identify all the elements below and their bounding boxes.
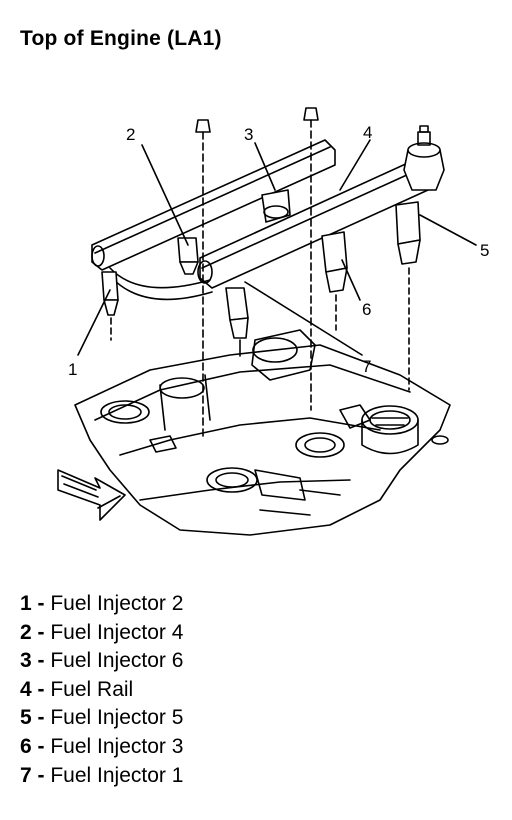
- legend-item: 2 - Fuel Injector 4: [20, 619, 183, 648]
- injector-4: [225, 287, 249, 357]
- legend-label: Fuel Injector 5: [50, 706, 184, 730]
- legend-separator: -: [31, 677, 51, 701]
- injector-1: [101, 271, 119, 341]
- legend-item: 7 - Fuel Injector 1: [20, 762, 183, 791]
- legend-label: Fuel Injector 3: [50, 734, 184, 758]
- legend-item: 1 - Fuel Injector 2: [20, 590, 183, 619]
- legend-separator: -: [31, 763, 51, 787]
- legend-item: 6 - Fuel Injector 3: [20, 733, 183, 762]
- legend-item: 3 - Fuel Injector 6: [20, 647, 183, 676]
- callout-2: 2: [126, 125, 135, 144]
- legend-separator: -: [31, 620, 51, 644]
- legend-separator: -: [31, 592, 51, 615]
- legend-number: 7: [20, 763, 32, 787]
- legend-label: Fuel Rail: [50, 677, 134, 701]
- callout-5: 5: [480, 241, 489, 260]
- engine-diagram: 1 2 3 4 5 6 7: [57, 107, 489, 536]
- legend-separator: -: [31, 649, 51, 673]
- injector-2: [177, 237, 199, 275]
- legend-separator: -: [31, 706, 51, 730]
- callout-6: 6: [362, 300, 371, 319]
- front-arrow: [57, 469, 126, 521]
- bolt-right: [303, 107, 319, 411]
- legend-number: 2: [20, 620, 32, 644]
- legend-label: Fuel Injector 2: [50, 592, 184, 615]
- legend-item: 4 - Fuel Rail: [20, 676, 183, 705]
- page-title: Top of Engine (LA1): [20, 27, 222, 50]
- oil-filler-cap: [361, 405, 419, 455]
- legend-number: 6: [20, 734, 32, 758]
- legend-label: Fuel Injector 6: [50, 649, 184, 673]
- legend-number: 3: [20, 649, 32, 673]
- bolt-left: [195, 119, 211, 441]
- legend-separator: -: [31, 734, 51, 758]
- callout-3: 3: [244, 125, 253, 144]
- injector-5: [321, 231, 348, 331]
- intake-manifold: [74, 329, 451, 536]
- callout-7: 7: [362, 357, 371, 376]
- legend-item: 5 - Fuel Injector 5: [20, 704, 183, 733]
- injector-6: [395, 201, 421, 391]
- legend-number: 5: [20, 706, 32, 730]
- legend-label: Fuel Injector 4: [50, 620, 184, 644]
- callout-4: 4: [363, 123, 372, 142]
- legend-number: 4: [20, 677, 32, 701]
- leader-lines: [77, 139, 477, 356]
- crossover-tube: [109, 267, 213, 301]
- legend-label: Fuel Injector 1: [50, 763, 184, 787]
- legend-list: 1 - Fuel Injector 2 2 - Fuel Injector 4 …: [20, 590, 183, 790]
- legend-number: 1: [20, 592, 32, 615]
- pressure-regulator: [403, 125, 445, 191]
- fuel-rail-back: [91, 139, 336, 271]
- injector-3: [261, 189, 291, 223]
- callout-1: 1: [68, 360, 77, 379]
